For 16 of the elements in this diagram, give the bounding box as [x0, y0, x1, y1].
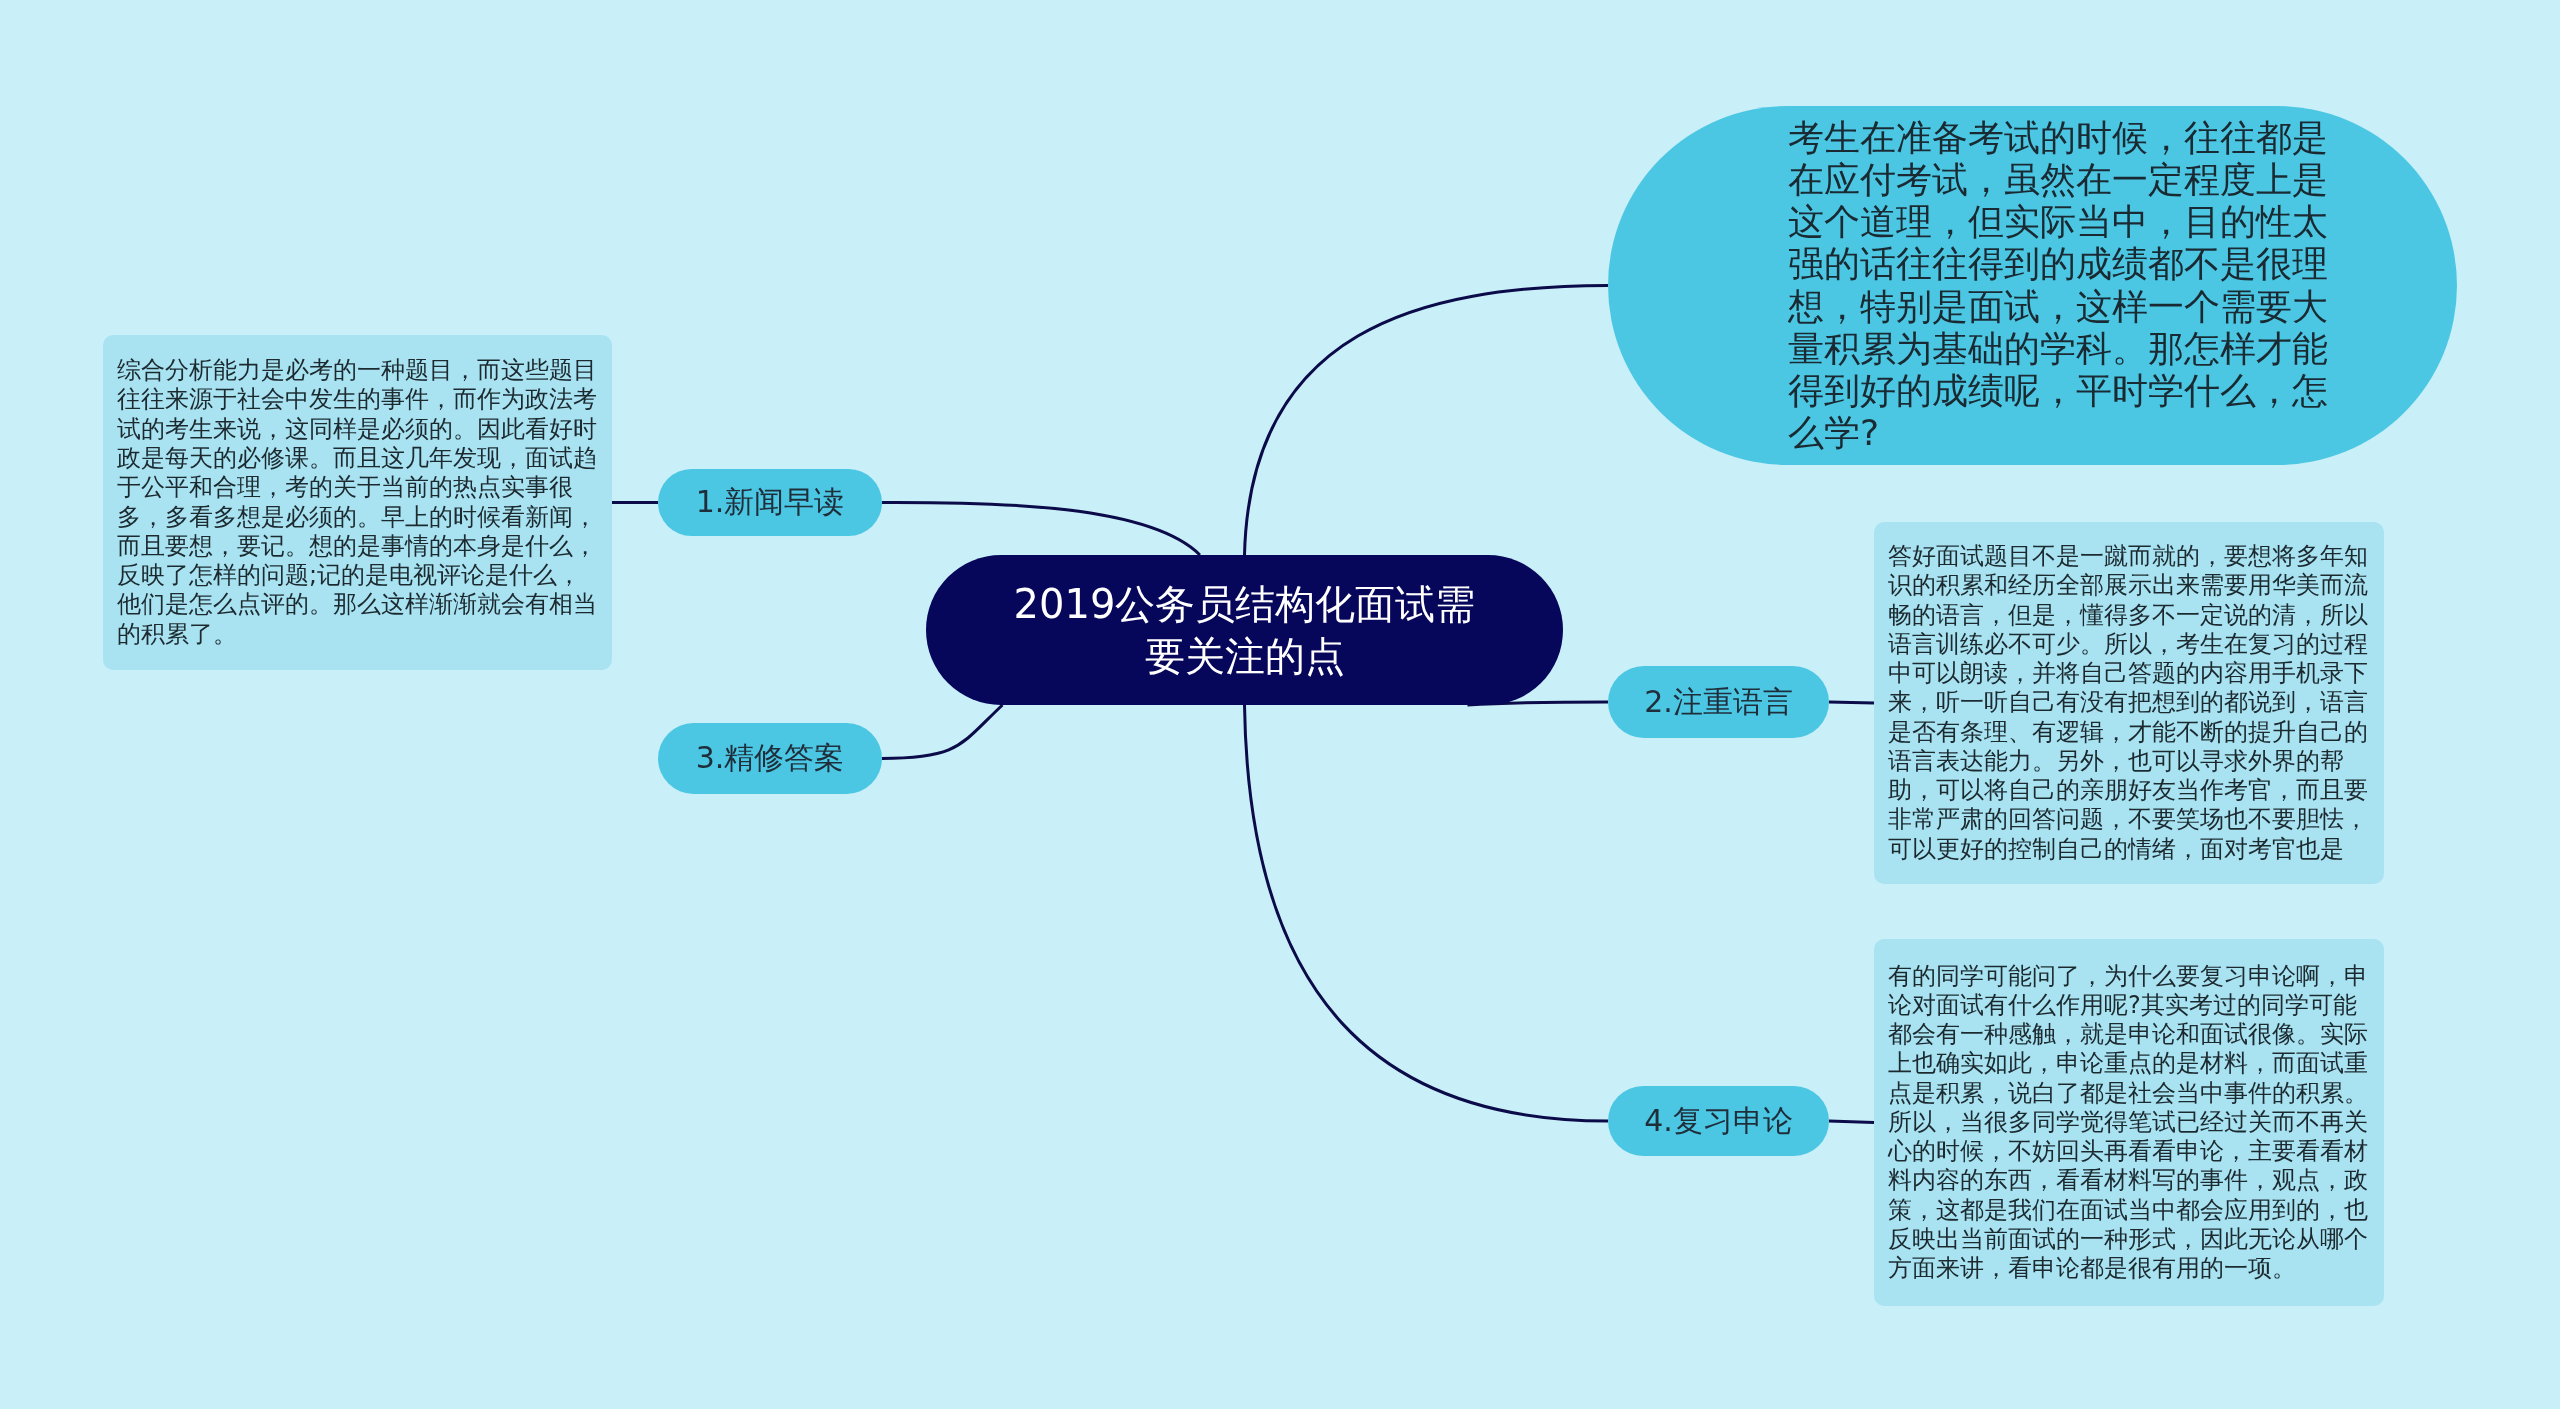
note-card: 有的同学可能问了，为什么要复习申论啊，申论对面试有什么作用呢?其实考过的同学可能都会有一种感触，就是申论和面试很像。实际上也确实如此，申论重点的是材料，而面试重点是积累，说白了都是社会当中事件的积累。所以，当很多同学觉得笔试已经过关而不再关心的时候，不妨回头再看看申论，主要看看材料内容的东西，看看材料写的事件，观点，政策，这都是我们在面试当中都会应用到的，也反映出当前面试的一种形式，因此无论从哪个方面来讲，看申论都是很有用的一项。: [1874, 939, 2384, 1306]
connector-line: [612, 501, 658, 504]
connector-line: [882, 501, 1201, 557]
branch-topic-pill: 4.复习申论: [1608, 1086, 1829, 1156]
connector-line: [1467, 700, 1608, 707]
branch-topic-pill: 3.精修答案: [658, 723, 882, 794]
connector-line: [1828, 1119, 1875, 1124]
connector-line: [1243, 704, 1609, 1123]
note-card: 答好面试题目不是一蹴而就的，要想将多年知识的积累和经历全部展示出来需要用华美而流畅的语言，但是，懂得多不一定说的清，所以语言训练必不可少。所以，考生在复习的过程中可以朗读，并将自己答题的内容用手机录下来，听一听自己有没有把想到的都说到，语言是否有条理、有逻辑，才能不断的提升自己的语言表达能力。另外，也可以寻求外界的帮助，可以将自己的亲朋好友当作考官，而且要非常严肃的回答问题，不要笑场也不要胆怯，可以更好的控制自己的情绪，面对考官也是: [1874, 522, 2384, 884]
branch-topic-pill: 2.注重语言: [1608, 666, 1829, 738]
central-topic-pill: 2019公务员结构化面试需要关注的点: [926, 555, 1563, 705]
note-card: 综合分析能力是必考的一种题目，而这些题目往往来源于社会中发生的事件，而作为政法考试的考生来说，这同样是必须的。因此看好时政是每天的必修课。而且这几年发现，面试趋于公平和合理，考的关于当前的热点实事很多，多看多想是必须的。早上的时候看新闻，而且要想，要记。想的是事情的本身是什么，反映了怎样的问题;记的是电视评论是什么，他们是怎么点评的。那么这样渐渐就会有相当的积累了。: [103, 335, 612, 670]
connector-line: [1828, 700, 1875, 705]
branch-topic-pill: 1.新闻早读: [658, 469, 882, 536]
connector-line: [881, 703, 1004, 760]
connector-line: [1243, 284, 1609, 556]
